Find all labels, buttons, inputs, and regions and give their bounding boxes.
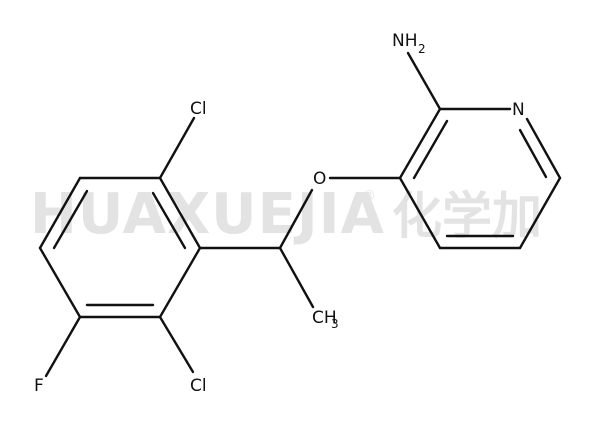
atom-labels: Cl Cl F O N NH 2 CH 3: [34, 31, 525, 396]
chlorine-bottom-label: Cl: [190, 376, 207, 396]
methyl-main: CH: [312, 308, 337, 328]
bond-c3-cl: [158, 315, 195, 374]
watermark: HUAXUEJIA ® 化学加: [30, 182, 542, 247]
bond-p3-p2-inner: [412, 119, 449, 180]
chlorine-top-label: Cl: [190, 99, 207, 119]
bond-c4-c5: [38, 246, 82, 319]
amine-main: NH: [392, 31, 418, 51]
bond-c1-c2: [158, 176, 202, 250]
methyl-label: CH 3: [312, 308, 339, 331]
watermark-brand: HUAXUEJIA: [30, 182, 385, 247]
bond-ch-o: [278, 188, 314, 250]
pyridine-ring-bonds: [398, 51, 562, 250]
bond-c5-c6-inner: [52, 189, 89, 250]
bond-p6-p5: [518, 176, 562, 250]
linker-bonds: [278, 176, 402, 309]
bond-p4-p3: [398, 176, 442, 250]
bond-c4-f: [44, 315, 82, 378]
oxygen-label: O: [313, 169, 326, 189]
fluorine-label: F: [34, 376, 44, 396]
bond-n-p6-inner: [518, 128, 548, 179]
bond-c1-cl: [158, 116, 196, 180]
bond-c2-c3: [158, 246, 202, 319]
methyl-subscript: 3: [331, 317, 339, 331]
bond-p3-p2: [398, 107, 442, 180]
pyridine-nitrogen-label: N: [512, 100, 525, 120]
bond-p2-nh2: [406, 51, 442, 111]
amine-label: NH 2: [392, 31, 426, 56]
benzene-substituent-bonds: [44, 116, 282, 378]
amine-subscript: 2: [418, 42, 426, 56]
bond-c5-c6: [38, 176, 82, 250]
benzene-ring-bonds: [38, 176, 202, 319]
watermark-registered: ®: [362, 188, 376, 204]
bond-n-p6: [525, 117, 562, 180]
bond-ch-ch3: [278, 246, 315, 309]
bond-c1-c2-inner: [151, 191, 187, 250]
